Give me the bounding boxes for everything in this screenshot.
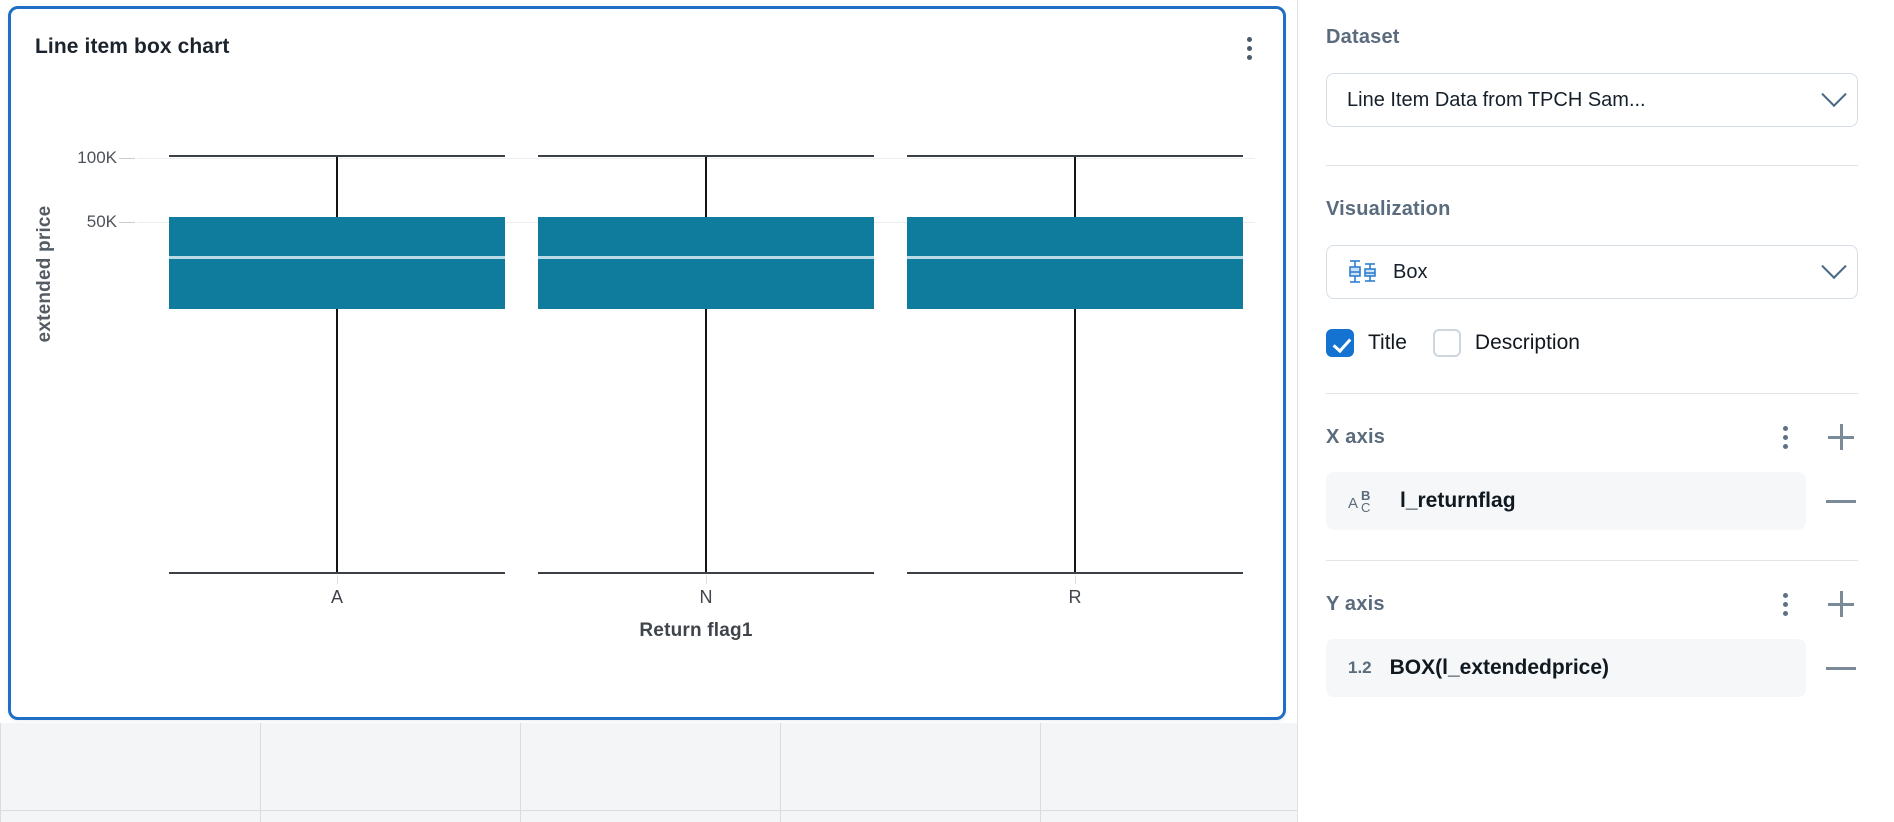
box-group-n[interactable]: N xyxy=(538,65,874,717)
y-axis-field-chip[interactable]: 1.2 BOX(l_extendedprice) xyxy=(1326,639,1806,697)
title-checkbox-label: Title xyxy=(1368,331,1407,354)
gridline-100k xyxy=(137,158,1255,159)
y-tick-mark xyxy=(119,222,135,223)
title-checkbox[interactable] xyxy=(1326,329,1354,357)
y-tick-mark xyxy=(119,158,135,159)
number-type-icon: 1.2 xyxy=(1348,658,1372,677)
x-axis-add-field-button[interactable] xyxy=(1824,420,1858,454)
y-axis-field-row: 1.2 BOX(l_extendedprice) xyxy=(1326,639,1858,697)
dataset-select[interactable]: Line Item Data from TPCH Sam... xyxy=(1326,73,1858,127)
box-plot-icon xyxy=(1349,260,1376,283)
kebab-menu-icon[interactable] xyxy=(1237,35,1261,61)
x-tick-label-a: A xyxy=(330,587,343,607)
visualization-section-label: Visualization xyxy=(1326,198,1451,220)
whisker-line xyxy=(1074,156,1076,573)
whisker-cap-upper xyxy=(169,155,505,157)
whisker-cap-lower xyxy=(907,572,1243,574)
x-axis-field-name: l_returnflag xyxy=(1400,489,1516,512)
page-title: Line item box chart xyxy=(35,35,230,58)
box-chart-plot: extended price 100K 50K A xyxy=(11,65,1283,717)
chevron-down-icon xyxy=(1821,81,1847,108)
box-body xyxy=(538,217,874,309)
y-axis-title: extended price xyxy=(34,205,55,343)
plus-icon xyxy=(1828,591,1854,617)
dashboard-canvas: Line item box chart extended price 100K … xyxy=(0,0,1298,822)
visualization-type-select[interactable]: Box xyxy=(1326,245,1858,299)
box-group-r[interactable]: R xyxy=(907,65,1243,717)
y-tick-label-100k: 100K xyxy=(77,148,117,167)
section-divider xyxy=(1326,393,1858,394)
y-tick-label-50k: 50K xyxy=(86,212,117,231)
median-line xyxy=(169,256,505,259)
y-axis-field-name: BOX(l_extendedprice) xyxy=(1389,656,1610,679)
median-line xyxy=(538,256,874,259)
chart-card[interactable]: Line item box chart extended price 100K … xyxy=(8,6,1286,720)
x-axis-section-label: X axis xyxy=(1326,425,1386,448)
description-checkbox-label: Description xyxy=(1474,331,1580,354)
dataset-section-label: Dataset xyxy=(1326,26,1400,48)
x-tick-mark xyxy=(705,575,707,584)
box-group-a[interactable]: A xyxy=(169,65,505,717)
x-axis-kebab-menu-icon[interactable] xyxy=(1768,420,1802,454)
x-tick-label-r: R xyxy=(1068,587,1082,607)
x-tick-mark xyxy=(336,575,338,584)
y-axis-remove-field-icon[interactable] xyxy=(1824,651,1858,685)
x-tick-label-n: N xyxy=(699,587,713,607)
median-line xyxy=(907,256,1243,259)
dataset-select-value: Line Item Data from TPCH Sam... xyxy=(1347,88,1646,111)
y-axis-header: Y axis xyxy=(1326,587,1858,621)
y-axis-kebab-menu-icon[interactable] xyxy=(1768,587,1802,621)
whisker-line xyxy=(705,156,707,573)
box-body xyxy=(169,217,505,309)
visualization-type-value: Box xyxy=(1393,260,1428,283)
section-divider xyxy=(1326,560,1858,561)
whisker-line xyxy=(336,156,338,573)
whisker-cap-lower xyxy=(169,572,505,574)
x-axis-remove-field-icon[interactable] xyxy=(1824,484,1858,518)
inspector-panel: Dataset Line Item Data from TPCH Sam... … xyxy=(1298,0,1894,822)
box-body xyxy=(907,217,1243,309)
x-axis-title: Return flag1 xyxy=(639,620,753,641)
x-tick-mark xyxy=(1074,575,1076,584)
plus-icon xyxy=(1828,424,1854,450)
y-axis-section-label: Y axis xyxy=(1326,592,1385,615)
visualization-type-value-wrap: Box xyxy=(1347,257,1825,287)
whisker-cap-lower xyxy=(538,572,874,574)
description-checkbox[interactable] xyxy=(1432,329,1461,357)
section-divider xyxy=(1326,165,1858,166)
chevron-down-icon xyxy=(1821,253,1847,280)
whisker-cap-upper xyxy=(907,155,1243,157)
whisker-cap-upper xyxy=(538,155,874,157)
visualization-toggles: Title Description xyxy=(1326,329,1858,357)
y-axis-add-field-button[interactable] xyxy=(1824,587,1858,621)
x-axis-header: X axis xyxy=(1326,420,1858,454)
